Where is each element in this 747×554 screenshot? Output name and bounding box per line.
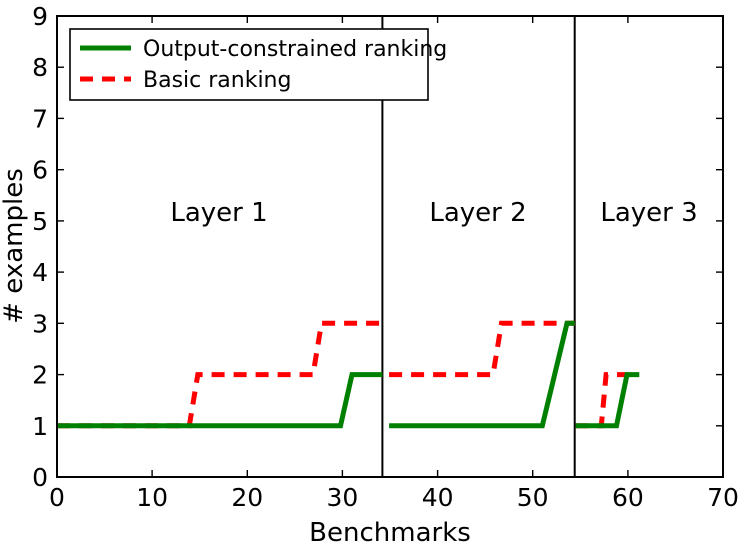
y-tick-label-6: 6 xyxy=(32,156,48,185)
series-output-constrained-layer2 xyxy=(389,320,575,429)
x-tick-label-10: 10 xyxy=(136,483,168,512)
x-tick-label-50: 50 xyxy=(517,483,549,512)
legend-label-output-constrained-ranking: Output-constrained ranking xyxy=(143,37,447,62)
y-tick-labels: 0 1 2 3 4 5 6 7 8 9 xyxy=(32,2,48,492)
plot-border xyxy=(56,15,724,478)
series-output-constrained-layer3 xyxy=(575,372,640,429)
x-axis-title: Benchmarks xyxy=(309,518,471,548)
panel-label-layer-3: Layer 3 xyxy=(600,198,697,228)
legend-label-basic-ranking: Basic ranking xyxy=(143,68,291,93)
y-tick-label-2: 2 xyxy=(32,361,48,390)
y-tick-label-5: 5 xyxy=(32,207,48,236)
y-tick-label-1: 1 xyxy=(32,412,48,441)
y-tick-label-7: 7 xyxy=(32,104,48,133)
y-tick-label-0: 0 xyxy=(32,463,48,492)
y-tick-label-9: 9 xyxy=(32,2,48,31)
x-tick-label-20: 20 xyxy=(231,483,263,512)
y-tick-label-3: 3 xyxy=(32,309,48,338)
x-tick-label-60: 60 xyxy=(612,483,644,512)
x-tick-labels: 0 10 20 30 40 50 60 70 xyxy=(49,483,739,512)
chart-legend[interactable]: Output-constrained ranking Basic ranking xyxy=(69,28,447,101)
x-tick-label-0: 0 xyxy=(49,483,65,512)
series-basic-ranking-layer2 xyxy=(389,320,575,378)
y-tick-label-8: 8 xyxy=(32,53,48,82)
series-output-constrained-ranking xyxy=(57,320,640,429)
x-tick-label-40: 40 xyxy=(422,483,454,512)
y-axis-title: # examples xyxy=(0,168,29,324)
legend-entry-basic-ranking[interactable]: Basic ranking xyxy=(80,68,291,93)
y-tick-label-4: 4 xyxy=(32,258,48,287)
legend-entry-output-constrained-ranking[interactable]: Output-constrained ranking xyxy=(80,37,447,62)
series-output-constrained-layer1 xyxy=(57,372,383,429)
legend-box xyxy=(69,28,429,101)
panel-label-layer-2: Layer 2 xyxy=(429,198,526,228)
panel-label-layer-1: Layer 1 xyxy=(170,198,267,228)
x-tick-label-30: 30 xyxy=(326,483,358,512)
x-tick-label-70: 70 xyxy=(707,483,739,512)
